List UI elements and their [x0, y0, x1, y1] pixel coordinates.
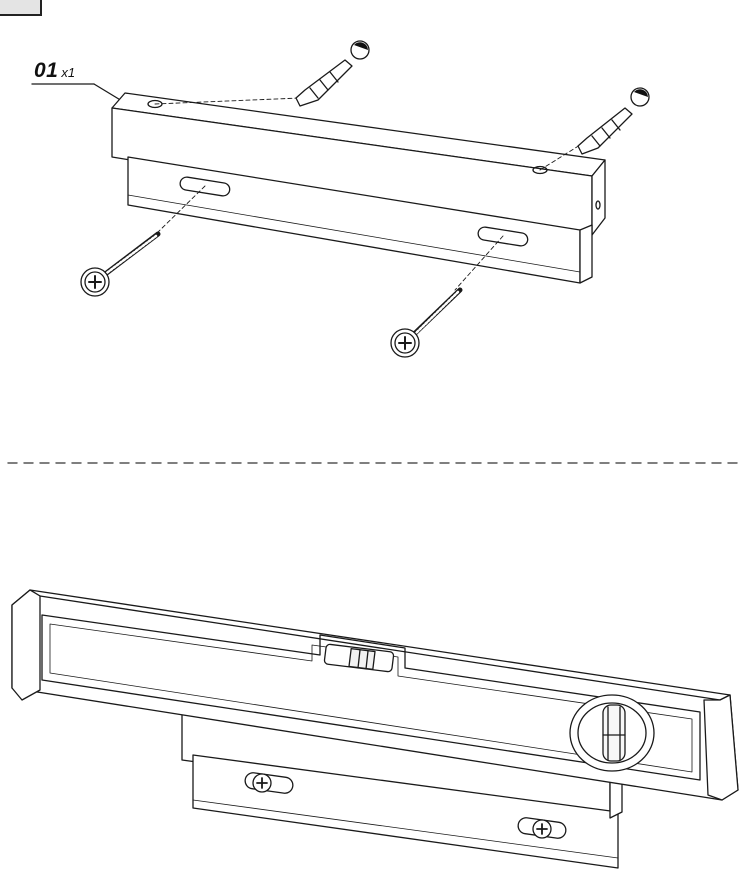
assembly-guide-lines	[154, 97, 581, 291]
part-number: 01	[34, 59, 59, 82]
horizontal-bubble-vial	[323, 643, 395, 673]
mounting-bracket	[111, 92, 606, 284]
screw-right	[390, 287, 463, 358]
wall-plug-left	[295, 40, 370, 107]
bracket-screw-left	[244, 772, 294, 794]
vertical-bubble-vial	[569, 694, 655, 772]
bracket-screw-right	[517, 817, 567, 839]
level-end-cap-left	[11, 589, 41, 701]
step-indicator-box	[0, 0, 42, 16]
part-callout-leader	[31, 83, 128, 105]
part-quantity: x1	[61, 65, 76, 80]
bracket-hole-right	[532, 165, 548, 175]
screw-left	[80, 231, 161, 297]
bracket-slot-left	[179, 176, 231, 197]
wall-plug-right	[577, 87, 650, 155]
spirit-level-assembly	[11, 589, 739, 869]
bracket-slot-right	[477, 226, 529, 247]
level-end-cap-right	[703, 694, 739, 801]
